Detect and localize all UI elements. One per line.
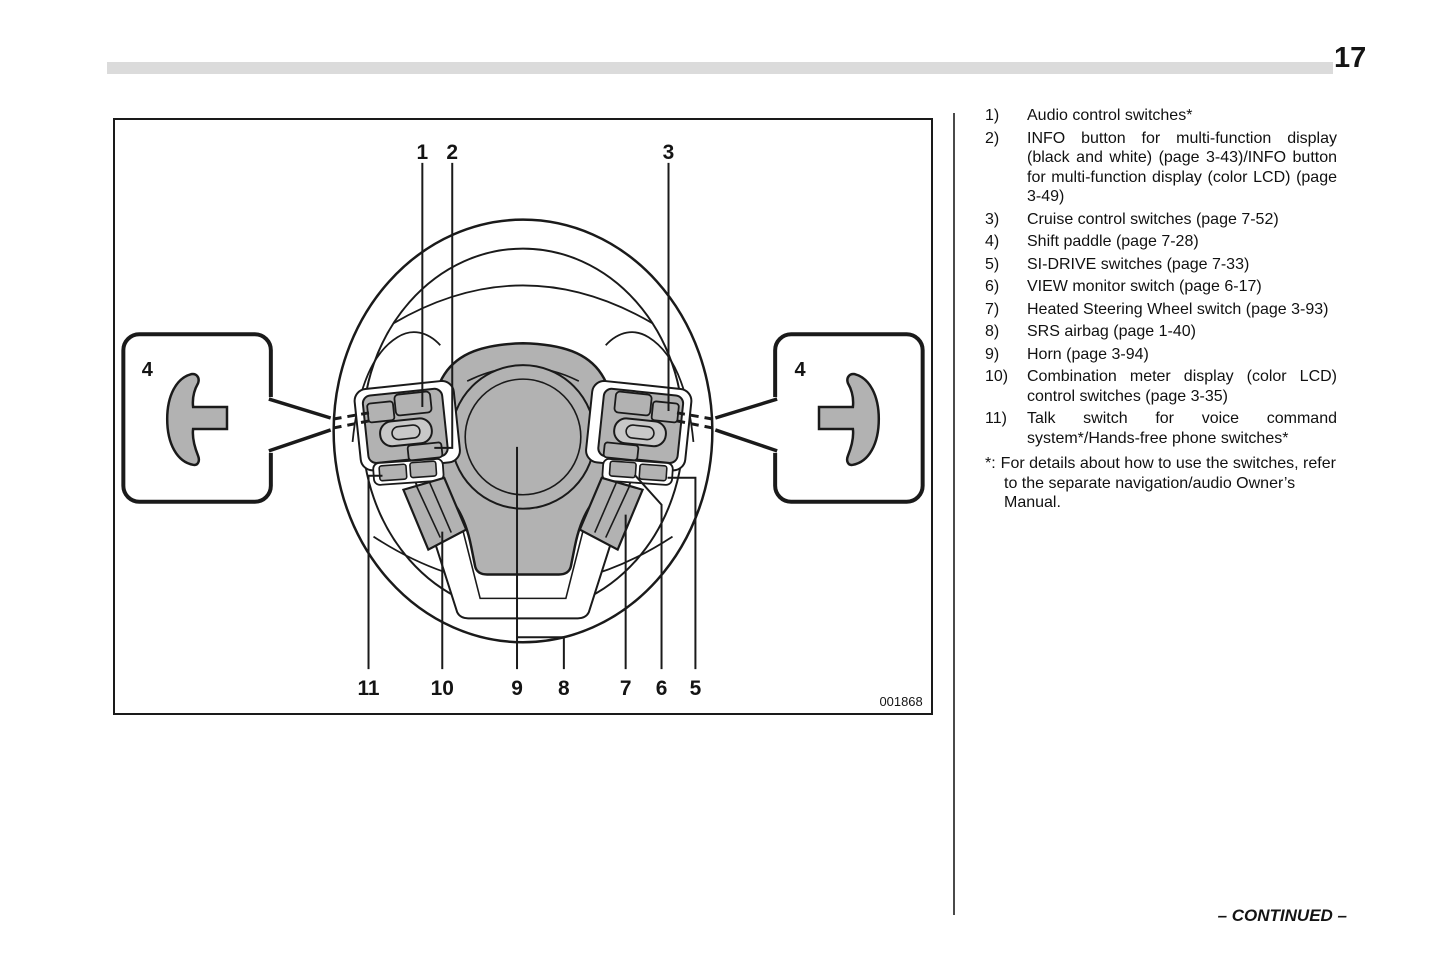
header-rule: [107, 62, 1333, 74]
callout-2: 2: [446, 141, 458, 164]
legend-item: 5) SI-DRIVE switches (page 7-33): [985, 255, 1337, 275]
legend-item-number: 3): [985, 210, 1000, 228]
figure-frame: 1 2 3 4 4 11 10 9 8 7 6 5 001868: [113, 118, 933, 715]
callout-lines: [367, 162, 697, 670]
legend-item-number: 11): [985, 410, 1007, 427]
legend-item: 3) Cruise control switches (page 7-52): [985, 210, 1337, 230]
legend-item-number: 4): [985, 233, 1000, 250]
figure-code: 001868: [879, 694, 922, 709]
callout-6: 6: [656, 677, 668, 700]
legend-item-number: 8): [985, 323, 1000, 340]
legend-item-text: SI-DRIVE switches (page 7-33): [1027, 255, 1250, 273]
callout-8: 8: [558, 677, 570, 700]
callout-7: 7: [620, 677, 632, 700]
legend-item: 9) Horn (page 3-94): [985, 345, 1337, 365]
legend-item: 10) Combination meter display (color LCD…: [985, 367, 1337, 406]
legend-item-number: 2): [985, 129, 1000, 147]
legend-item-text: INFO button for multi-function display (…: [1027, 129, 1337, 206]
legend-item-text: Audio control switches*: [1027, 107, 1193, 124]
legend-item: 11) Talk switch for voice command system…: [985, 409, 1337, 448]
legend-item-text: Talk switch for voice command system*/Ha…: [1027, 410, 1337, 447]
airbag-hub: [429, 342, 617, 576]
callout-5: 5: [690, 677, 702, 700]
legend: 1) Audio control switches* 2) INFO butto…: [985, 106, 1377, 513]
legend-item-text: VIEW monitor switch (page 6-17): [1027, 278, 1262, 295]
legend-item-number: 10): [985, 368, 1009, 385]
legend-item-number: 7): [985, 300, 1000, 318]
legend-list: 1) Audio control switches* 2) INFO butto…: [985, 106, 1377, 448]
footnote-marker: *:: [985, 455, 996, 472]
callout-4-left: 4: [142, 359, 153, 381]
legend-item: 7) Heated Steering Wheel switch (page 3-…: [985, 300, 1337, 320]
callout-3: 3: [663, 141, 675, 164]
legend-footnote: *:For details about how to use the switc…: [985, 454, 1353, 513]
callout-9: 9: [511, 677, 523, 700]
legend-item: 1) Audio control switches*: [985, 106, 1337, 126]
footnote-text: For details about how to use the switche…: [1000, 455, 1336, 511]
callout-11: 11: [357, 677, 379, 700]
legend-item-text: Shift paddle (page 7-28): [1027, 233, 1199, 250]
legend-item-text: SRS airbag (page 1-40): [1027, 323, 1196, 340]
legend-item-text: Combination meter display (color LCD) co…: [1027, 368, 1337, 405]
legend-item: 8) SRS airbag (page 1-40): [985, 322, 1337, 342]
legend-item: 4) Shift paddle (page 7-28): [985, 232, 1337, 252]
legend-item-number: 6): [985, 278, 1000, 295]
legend-item: 6) VIEW monitor switch (page 6-17): [985, 277, 1337, 297]
legend-item-number: 9): [985, 345, 1000, 363]
page-number: 17: [1334, 42, 1367, 74]
legend-item-text: Heated Steering Wheel switch (page 3-93): [1027, 300, 1329, 318]
continued-label: – CONTINUED –: [1217, 906, 1347, 925]
callout-4-right: 4: [795, 359, 806, 381]
steering-wheel-diagram: 1 2 3 4 4 11 10 9 8 7 6 5 001868: [121, 141, 925, 709]
legend-item: 2) INFO button for multi-function displa…: [985, 129, 1337, 207]
legend-item-text: Horn (page 3-94): [1027, 345, 1149, 363]
legend-item-number: 1): [985, 107, 1000, 124]
column-divider: [953, 113, 955, 915]
legend-item-text: Cruise control switches (page 7-52): [1027, 210, 1279, 228]
legend-item-number: 5): [985, 255, 1000, 273]
callout-10: 10: [431, 677, 454, 700]
callout-1: 1: [417, 141, 429, 164]
